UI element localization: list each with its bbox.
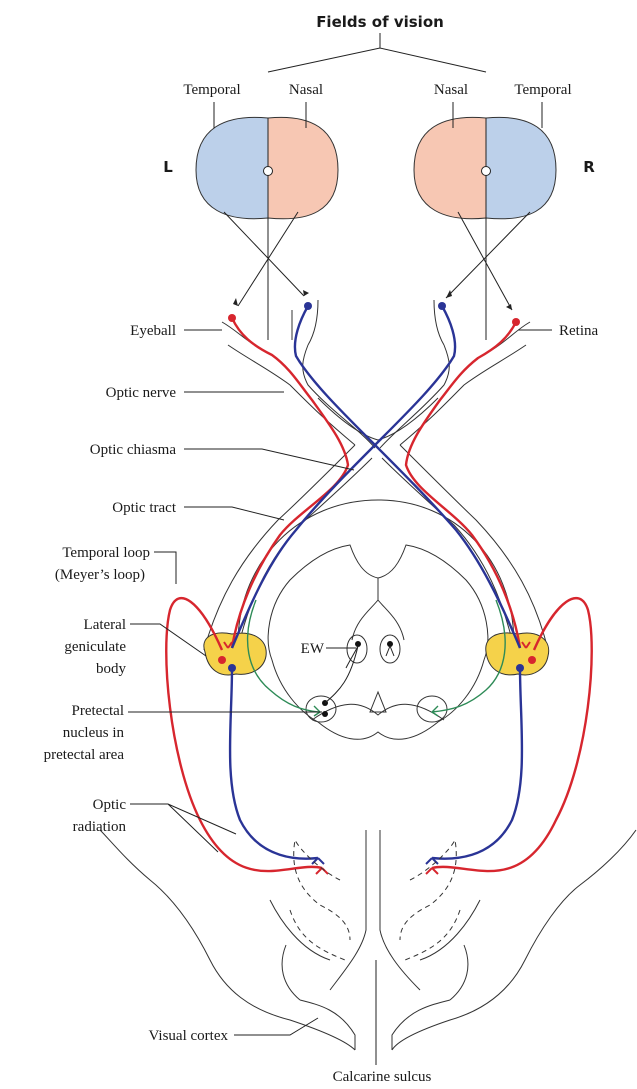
right-temporal-label: Temporal [514,82,571,98]
occipital-cortex [100,830,636,1050]
right-nasal-half [414,117,486,218]
label-lgb-3: body [96,661,127,677]
label-pretectal-3: pretectal area [44,747,125,763]
left-temporal-half [196,117,268,218]
label-temporal-loop-2: (Meyer’s loop) [55,567,145,583]
red-terminals [224,642,530,874]
left-nasal-label: Nasal [289,82,323,98]
label-ew: EW [301,641,325,657]
cerebral-aqueduct [370,692,386,712]
left-visual-field [196,117,338,218]
leader-optic-tract [184,507,284,520]
label-temporal-loop-1: Temporal loop [62,545,150,561]
left-eye-letter: L [163,158,173,176]
title-bracket [268,33,486,72]
leader-temporal-loop [154,552,176,584]
label-radiation-1: Optic [93,797,127,813]
label-optic-chiasma: Optic chiasma [90,442,177,458]
diagram-title: Fields of vision [316,13,444,31]
left-fixation-point [264,167,273,176]
red-pathway [166,318,591,871]
right-eye-letter: R [583,158,595,176]
blue-terminals [312,858,438,864]
label-lgb-2: geniculate [64,639,126,655]
label-optic-tract: Optic tract [112,500,177,516]
leader-visual-cortex [234,1018,318,1035]
red-endpoints [218,314,536,664]
label-eyeball: Eyeball [130,323,176,339]
label-pretectal-1: Pretectal [72,703,124,719]
blue-pathway [230,306,522,859]
right-fixation-point [482,167,491,176]
label-pretectal-2: nucleus in [63,725,125,741]
right-nasal-label: Nasal [434,82,468,98]
label-calcarine: Calcarine sulcus [333,1069,432,1085]
green-pretectal-pathway [248,600,506,716]
edinger-westphal-nuclei [346,635,400,668]
leader-radiation [130,804,236,852]
label-lgb-1: Lateral [84,617,126,633]
light-rays [224,212,530,340]
label-visual-cortex: Visual cortex [149,1028,229,1044]
left-temporal-label: Temporal [183,82,240,98]
right-visual-field [414,117,556,218]
label-radiation-2: radiation [73,819,127,835]
label-retina: Retina [559,323,598,339]
leader-optic-chiasma [184,449,354,470]
label-optic-nerve: Optic nerve [106,385,177,401]
